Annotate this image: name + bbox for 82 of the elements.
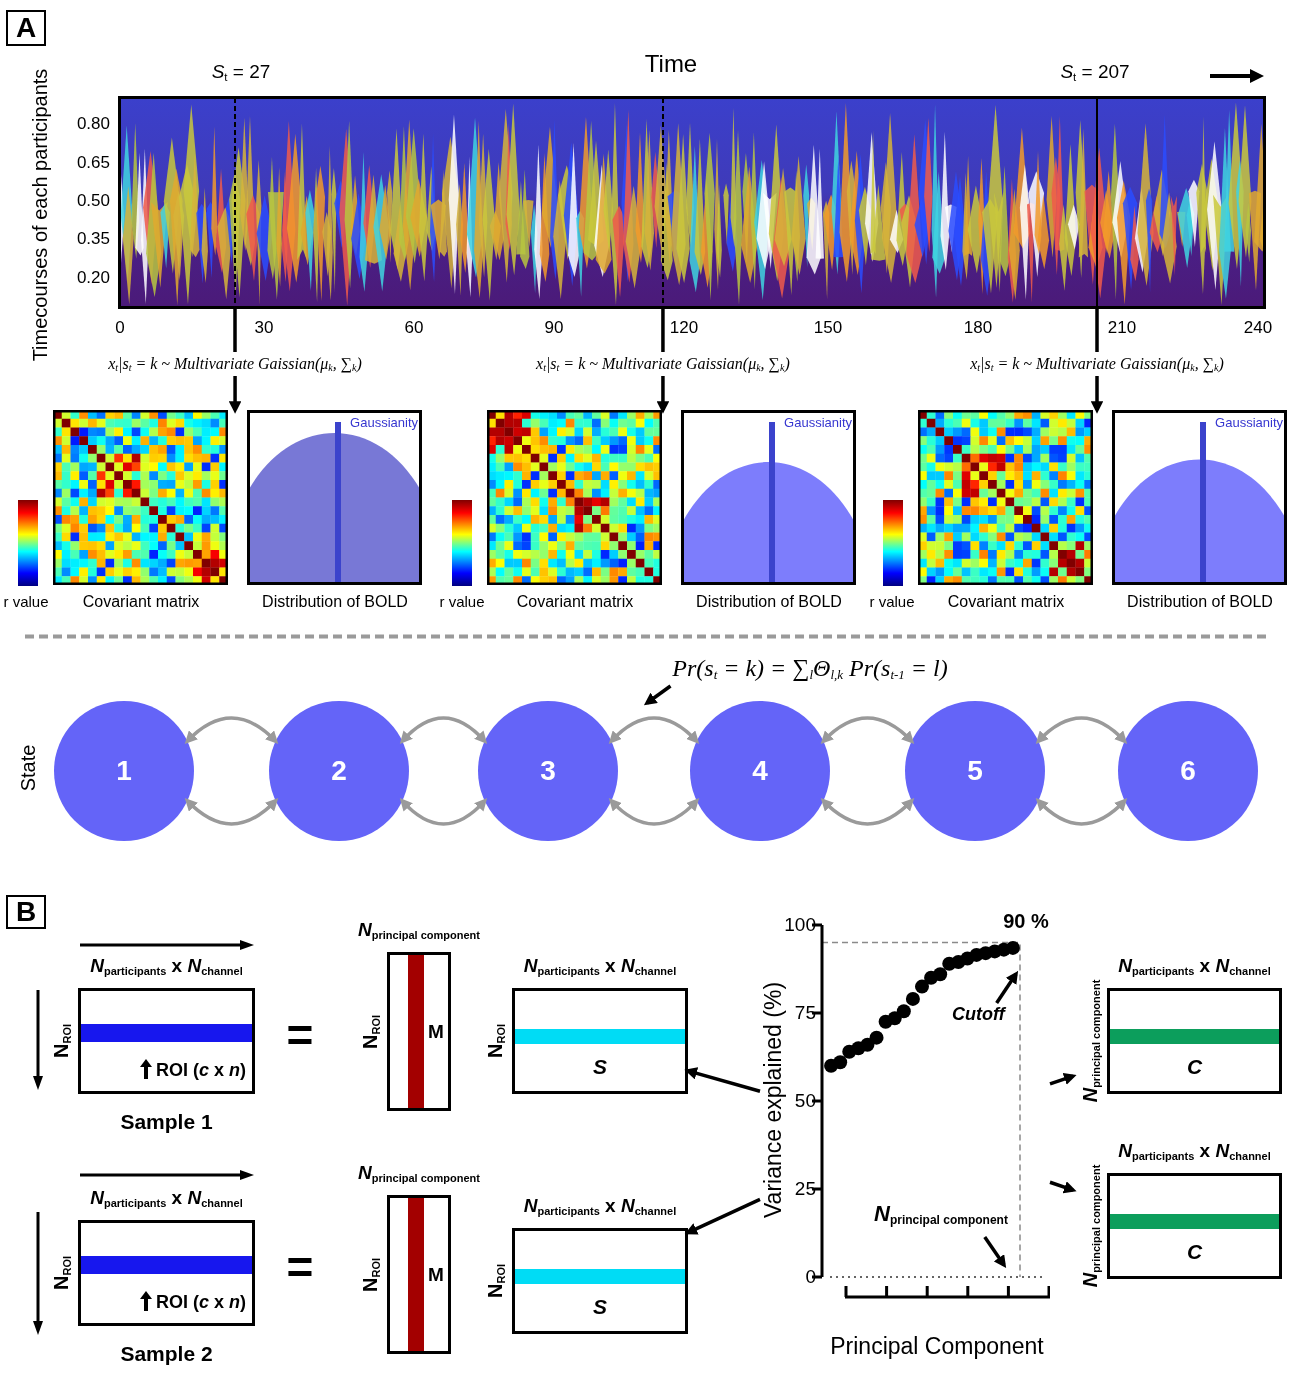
sample-caption: Sample 1 [120, 1109, 213, 1135]
state-time-label: S$_{t}$ = 207 [1060, 60, 1130, 85]
tick-label: 0 [805, 1266, 816, 1288]
tick-label: 0.35 [76, 228, 110, 250]
axis-label: State [16, 744, 40, 792]
colorbar-label: r value [3, 592, 49, 612]
dimension-label: N$_{principal component}$ [358, 918, 480, 942]
dimension-label: N$_{participants}$ x N$_{channel}$ [90, 1186, 243, 1210]
matrix-label: ROI (c x n) [155, 1293, 246, 1311]
double-arrow [1035, 798, 1128, 826]
tick-label: 0.65 [76, 152, 110, 174]
matrix-label: ROI (c x n) [155, 1061, 246, 1079]
tick-label: 0.80 [76, 113, 110, 135]
arrow [1049, 1180, 1077, 1194]
tick-label: 25 [794, 1178, 816, 1200]
tick-label: 0.50 [76, 190, 110, 212]
tick-label: 60 [404, 317, 424, 339]
tick-label: 0 [115, 317, 125, 339]
tick-label: 210 [1107, 317, 1137, 339]
tick-label: 0.20 [76, 267, 110, 289]
axis-title: Time [644, 49, 698, 79]
tick-label: 30 [254, 317, 274, 339]
double-arrow [399, 798, 488, 826]
arrow [684, 1067, 761, 1093]
dimension-label: N$_{participants}$ x N$_{channel}$ [1118, 1139, 1271, 1163]
double-arrow [608, 798, 700, 826]
colorbar-label: r value [439, 592, 485, 612]
matrix-label: S [592, 1294, 608, 1320]
edge-label: x$_{t}$|s$_{t}$ = k ~ Multivariate Gaissian(μ$_{k}$, ∑$_{k}$) [106, 351, 364, 376]
axis-label: Principal Component [830, 1332, 1044, 1361]
plot-title: Distribution of BOLD [261, 592, 409, 612]
plot-annotation: Gaussianity [784, 414, 852, 432]
annotation-text: 90 % [1003, 909, 1049, 934]
edge-label: x$_{t}$|s$_{t}$ = k ~ Multivariate Gaissian(μ$_{k}$, ∑$_{k}$) [968, 351, 1226, 376]
formula: Pr(s$_{t}$ = k) = ∑$_{l}$Θ$_{l,k}$ Pr(s$_{t-1}$ = l) [655, 650, 965, 686]
panel-label: A [6, 10, 46, 46]
matrix-label: M [428, 1262, 444, 1287]
double-arrow [820, 798, 915, 826]
dimension-label: N$_{principal component}$ [358, 1161, 480, 1185]
double-arrow [184, 798, 279, 826]
matrix-label: M [428, 1019, 444, 1044]
edge-label: x$_{t}$|s$_{t}$ = k ~ Multivariate Gaissian(μ$_{k}$, ∑$_{k}$) [534, 351, 792, 376]
tick-label: 120 [669, 317, 699, 339]
matrix-label: C [1185, 1054, 1204, 1080]
annotation-text: N$_{principal component}$ [874, 1203, 1016, 1237]
colorbar-label: r value [869, 592, 915, 612]
arrow [1049, 1072, 1077, 1086]
dimension-label: N$_{participants}$ x N$_{channel}$ [1118, 954, 1271, 978]
sample-caption: Sample 2 [120, 1341, 213, 1367]
equals-sign: = [286, 1012, 314, 1058]
equals-sign: = [286, 1244, 314, 1290]
dimension-label: N$_{participants}$ x N$_{channel}$ [523, 954, 677, 978]
plot-annotation: Gaussianity [350, 414, 418, 432]
double-arrow [399, 716, 488, 744]
double-arrow [608, 716, 700, 744]
tick-label: 100 [784, 914, 816, 936]
axis-label: Timecourses of each participants [28, 68, 52, 362]
arrow [684, 1197, 761, 1235]
plot-annotation: Gaussianity [1215, 414, 1283, 432]
arrow [995, 970, 1019, 1004]
tick-label: 240 [1243, 317, 1273, 339]
dimension-label: N$_{participants}$ x N$_{channel}$ [90, 954, 243, 978]
axis-label: Variance explained (%) [758, 981, 787, 1219]
dimension-label: N$_{participants}$ x N$_{channel}$ [523, 1194, 677, 1218]
panel-label: B [6, 895, 46, 929]
arrow [983, 1236, 1007, 1269]
plot-title: Covariant matrix [81, 592, 201, 612]
double-arrow [184, 716, 279, 744]
tick-label: 90 [544, 317, 564, 339]
tick-label: 180 [963, 317, 993, 339]
double-arrow [820, 716, 915, 744]
state-time-label: S$_{t}$ = 27 [211, 60, 271, 85]
plot-title: Distribution of BOLD [1126, 592, 1274, 612]
timecourse-plot [118, 96, 1266, 309]
annotation-text: Cutoff [952, 1003, 1024, 1025]
plot-title: Distribution of BOLD [695, 592, 843, 612]
arrow [643, 684, 672, 706]
tick-label: 50 [794, 1090, 816, 1112]
double-arrow [1035, 716, 1128, 744]
matrix-label: C [1185, 1239, 1204, 1265]
matrix-label: S [592, 1054, 608, 1080]
tick-label: 150 [813, 317, 843, 339]
